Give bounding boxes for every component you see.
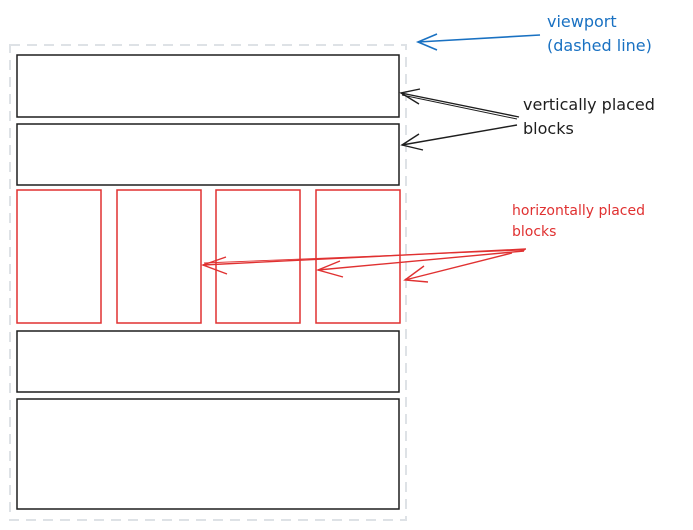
horizontal-blocks-arrows (200, 248, 527, 283)
horizontal-block-4 (315, 189, 401, 324)
vertical-block-1 (16, 54, 400, 118)
viewport-dashed-border (9, 44, 407, 521)
viewport-label-line1: viewport (547, 12, 617, 31)
vertical-block-2 (16, 123, 400, 186)
vertical-blocks-arrows (399, 88, 520, 151)
horizontal-label-line1: horizontally placed (512, 203, 645, 219)
horizontal-block-3 (215, 189, 301, 324)
horizontal-label-line2: blocks (512, 224, 556, 240)
vertical-label-line2: blocks (523, 119, 574, 138)
vertical-block-3 (16, 330, 400, 393)
horizontal-block-2 (116, 189, 202, 324)
vertical-block-4 (16, 398, 400, 510)
vertical-label-line1: vertically placed (523, 95, 655, 114)
viewport-label-line2: (dashed line) (547, 36, 652, 55)
viewport-arrow (415, 33, 541, 51)
horizontal-block-1 (16, 189, 102, 324)
